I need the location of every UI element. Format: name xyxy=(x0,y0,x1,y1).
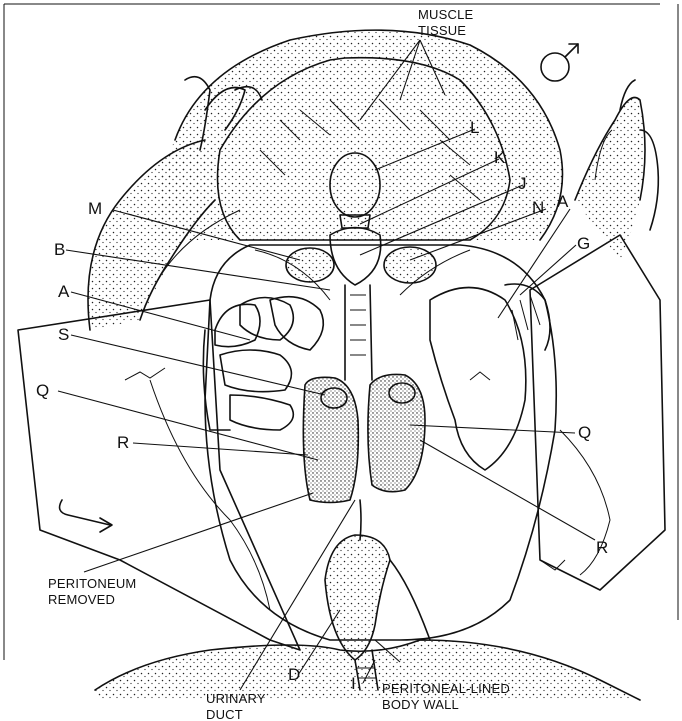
right-arm xyxy=(575,80,658,260)
label-r-left: R xyxy=(117,433,129,452)
label-urinary-duct-2: DUCT xyxy=(206,707,243,721)
label-m: M xyxy=(88,199,102,218)
label-r-right: R xyxy=(596,538,608,557)
label-l: L xyxy=(470,118,479,137)
label-g: G xyxy=(577,234,590,253)
label-peritoneum-2: REMOVED xyxy=(48,592,115,607)
right-skin-flap xyxy=(530,235,665,590)
label-body-wall-2: BODY WALL xyxy=(382,697,459,712)
label-muscle-tissue-2: TISSUE xyxy=(418,23,466,38)
label-q-right: Q xyxy=(578,423,591,442)
label-urinary-duct-1: URINARY xyxy=(206,691,266,706)
label-a-right: A xyxy=(557,192,569,211)
orientation-arrow xyxy=(60,500,112,532)
label-a-left: A xyxy=(58,282,70,301)
label-k: K xyxy=(494,148,506,167)
label-j: J xyxy=(518,174,527,193)
label-d: D xyxy=(288,665,300,684)
label-i: I xyxy=(351,674,356,693)
head-region xyxy=(157,30,562,240)
right-organ-lobe xyxy=(430,284,550,470)
lower-body-outline xyxy=(95,640,640,700)
label-muscle-tissue-1: MUSCLE xyxy=(418,7,474,22)
label-n: N xyxy=(532,198,544,217)
label-body-wall-1: PERITONEAL-LINED xyxy=(382,681,510,696)
label-b: B xyxy=(54,240,65,259)
label-s: S xyxy=(58,325,69,344)
male-symbol-icon xyxy=(541,44,578,81)
label-peritoneum-1: PERITONEUM xyxy=(48,576,136,591)
label-q-left: Q xyxy=(36,381,49,400)
